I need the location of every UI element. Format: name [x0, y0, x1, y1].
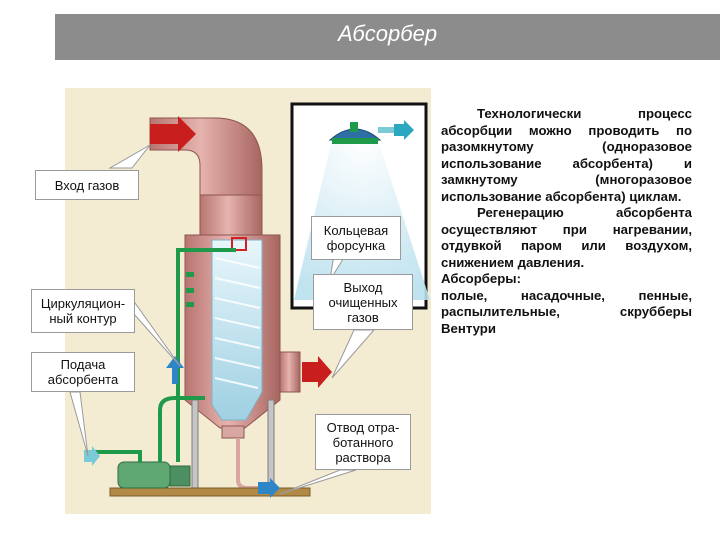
base-plate: [109, 487, 311, 497]
upper-column: [199, 194, 263, 236]
circulation-pipe: [176, 248, 236, 462]
feed-arrow: [84, 446, 100, 466]
pump-motor: [169, 465, 191, 487]
circulation-pipe: [158, 396, 205, 462]
clean-gas-pipe: [279, 351, 301, 393]
ring-nozzle-ring: [332, 138, 378, 144]
valve: [186, 272, 194, 277]
drain-arrow: [258, 478, 280, 498]
paragraph-absorbers-heading: Абсорберы:: [441, 271, 521, 286]
label-ring-nozzle: Кольцевая форсунка: [311, 216, 401, 260]
label-clean-gas-outlet: Выход очищенных газов: [313, 274, 413, 330]
callout-pointer: [108, 144, 151, 169]
absorbent-arrow: [166, 356, 184, 384]
title-bar: Абсорбер: [55, 14, 720, 60]
label-gas-inlet: Вход газов: [35, 170, 139, 200]
paragraph-process: Технологически процесс абсорбции можно п…: [441, 106, 692, 204]
callout-pointer: [331, 329, 376, 379]
ring-nozzle: [328, 128, 382, 141]
label-absorbent-feed: Подача абсорбента: [31, 352, 135, 392]
ring-nozzle-pipe: [350, 122, 358, 132]
support-leg: [191, 399, 199, 493]
drain-stub: [221, 425, 245, 439]
pump-body: [117, 461, 171, 489]
callout-pointer: [69, 391, 89, 457]
callout-pointer: [279, 469, 357, 495]
valve: [186, 288, 194, 293]
support-leg: [267, 399, 275, 493]
gas-inlet-arrow: [150, 116, 196, 152]
gas-outlet-arrow: [302, 356, 332, 388]
inset-arrow: [394, 120, 414, 140]
nozzle-marker: [231, 237, 247, 251]
description-text: Технологически процесс абсорбции можно п…: [433, 94, 720, 408]
valve: [186, 302, 194, 307]
page-title: Абсорбер: [337, 21, 438, 46]
circulation-pipe: [92, 450, 142, 462]
paragraph-absorbers-types: полые, насадочные, пенные, распылительны…: [441, 287, 692, 336]
paragraph-regeneration: Регенерацию абсорбента осуществляют при …: [441, 205, 692, 270]
label-circulation: Циркуляцион-ный контур: [31, 289, 135, 333]
label-spent-solution: Отвод отра-ботанного раствора: [315, 414, 411, 470]
